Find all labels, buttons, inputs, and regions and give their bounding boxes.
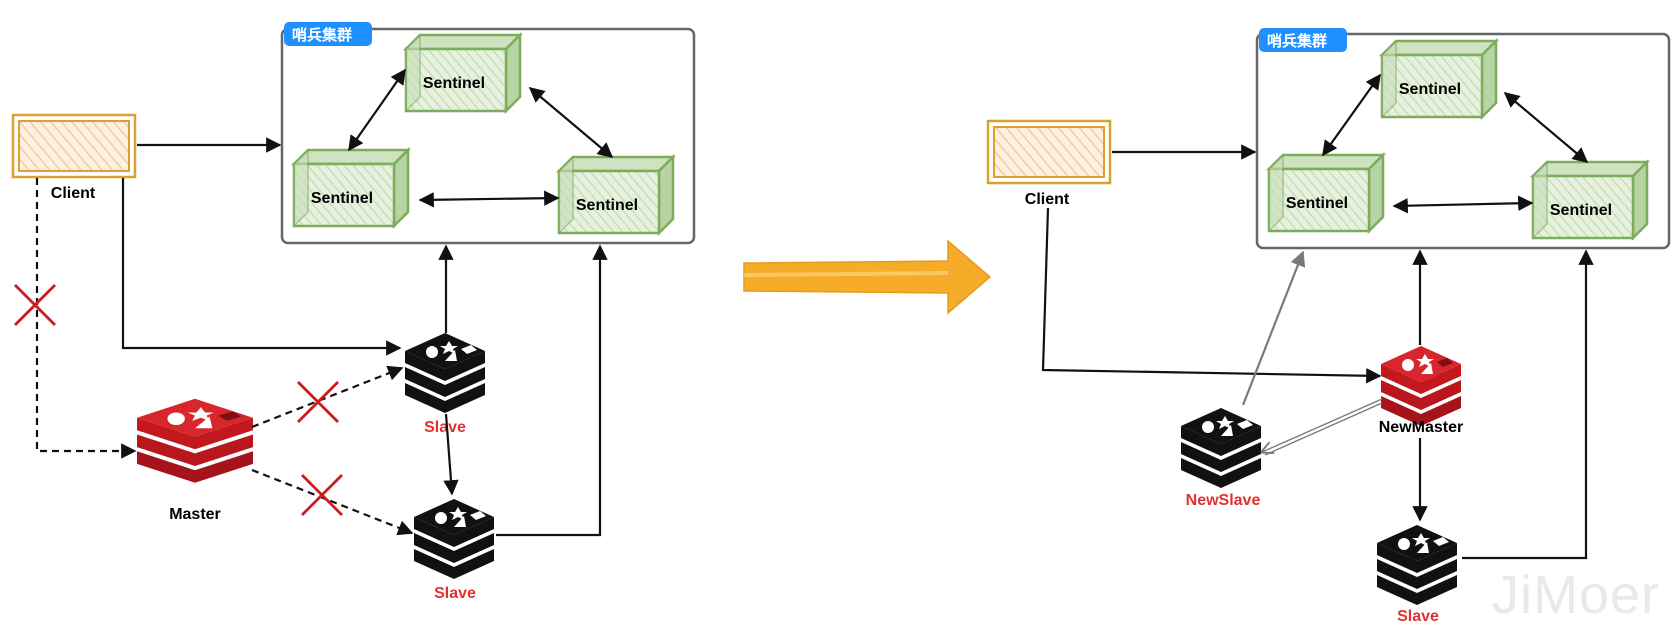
right-new-master[interactable]: NewMaster	[1379, 346, 1463, 436]
right-sentinel-right[interactable]: Sentinel	[1531, 160, 1649, 240]
right-sentinel-left[interactable]: Sentinel	[1267, 153, 1385, 233]
right-newslave-to-cluster	[1241, 250, 1306, 406]
right-sentinel-link-a	[1322, 73, 1381, 157]
right-cluster-frame	[1255, 32, 1671, 250]
left-scenario: 哨兵集群 Sentinel Sentinel Sentinel Client	[11, 22, 696, 602]
cross-icon	[13, 283, 57, 327]
right-sentinel-top-label: Sentinel	[1399, 81, 1461, 98]
redis-slave-icon	[1377, 525, 1457, 605]
left-slave-1-to-slave-2	[443, 413, 459, 496]
left-sentinel-link-b	[528, 87, 614, 158]
right-slave[interactable]: Slave	[1377, 525, 1457, 625]
right-newmaster-to-newslave	[1262, 398, 1383, 452]
redis-master-icon	[1381, 346, 1461, 426]
left-cluster-frame	[280, 27, 696, 245]
left-master-to-slave-1	[251, 365, 404, 429]
cross-icon	[300, 473, 344, 517]
right-sentinel-left-label: Sentinel	[1286, 195, 1348, 212]
cross-icon	[296, 380, 340, 424]
right-scenario: 哨兵集群 Sentinel Sentinel Sentinel Client N…	[986, 28, 1671, 625]
right-client-label: Client	[1025, 191, 1070, 208]
left-sentinel-top-label: Sentinel	[423, 75, 485, 92]
left-slave-2-label: Slave	[434, 585, 476, 602]
left-cluster-badge	[284, 22, 372, 46]
left-cluster-label: 哨兵集群	[292, 26, 352, 44]
left-sentinel-left[interactable]: Sentinel	[292, 148, 410, 228]
left-slave-1[interactable]: Slave	[405, 333, 485, 436]
right-sentinel-top[interactable]: Sentinel	[1380, 39, 1498, 119]
left-sentinel-link-c	[418, 190, 560, 208]
right-cluster-badge	[1259, 28, 1347, 52]
redis-master-icon	[137, 398, 253, 483]
right-new-slave[interactable]: NewSlave	[1181, 408, 1261, 509]
right-client[interactable]: Client	[986, 119, 1112, 208]
left-slave-2-to-cluster	[496, 244, 608, 537]
redis-slave-icon	[1181, 408, 1261, 488]
redis-slave-icon	[405, 333, 485, 413]
left-master-to-slave-2	[251, 468, 414, 536]
left-client-to-master	[35, 178, 137, 459]
right-slave-label: Slave	[1397, 608, 1439, 625]
left-client[interactable]: Client	[11, 113, 137, 202]
right-newmaster-to-newslave-shadow	[1264, 402, 1383, 456]
client-box	[11, 113, 137, 179]
right-client-to-newmaster	[1041, 207, 1382, 384]
right-sentinel-link-c	[1392, 195, 1534, 214]
right-sentinel-link-b	[1503, 92, 1589, 163]
watermark: JiMoer	[1491, 565, 1660, 625]
left-client-to-slave	[121, 178, 402, 356]
client-box	[986, 119, 1112, 185]
left-sentinel-left-label: Sentinel	[311, 190, 373, 207]
left-sentinel-link-a	[348, 68, 406, 152]
left-master[interactable]: Master	[137, 398, 253, 523]
left-slave-2[interactable]: Slave	[414, 499, 494, 602]
redis-slave-icon	[414, 499, 494, 579]
left-sentinel-right-label: Sentinel	[576, 197, 638, 214]
left-sentinel-top[interactable]: Sentinel	[404, 33, 522, 113]
left-sentinel-right[interactable]: Sentinel	[557, 155, 675, 235]
right-sentinel-right-label: Sentinel	[1550, 202, 1612, 219]
right-cluster-label: 哨兵集群	[1267, 32, 1327, 50]
left-master-label: Master	[169, 506, 221, 523]
right-arrow-icon	[743, 239, 992, 315]
right-new-master-label: NewMaster	[1379, 419, 1463, 436]
left-client-label: Client	[51, 185, 96, 202]
right-slave-to-cluster	[1462, 249, 1594, 560]
left-slave-1-label: Slave	[424, 419, 466, 436]
right-new-slave-label: NewSlave	[1186, 492, 1261, 509]
